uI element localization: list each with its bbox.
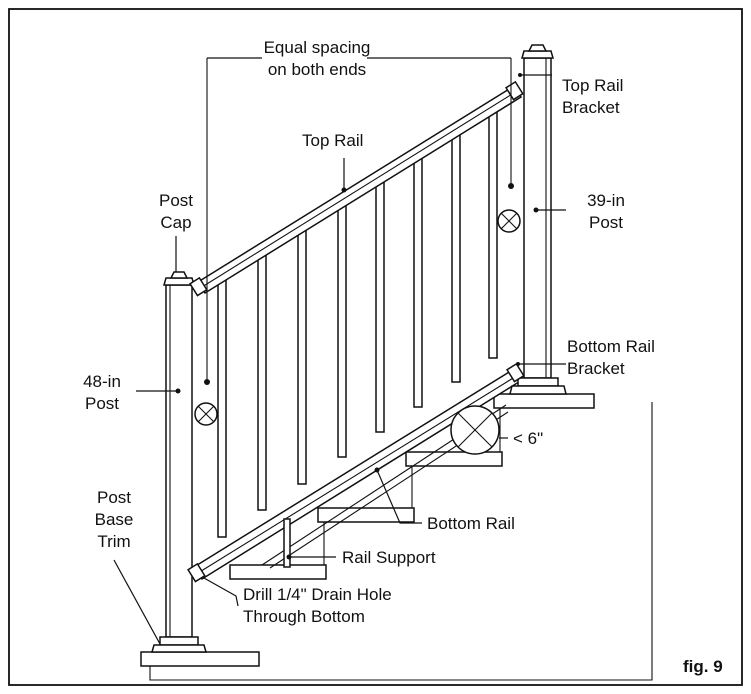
stairs xyxy=(140,393,653,681)
stair-tread-3 xyxy=(405,451,503,467)
label-48in-post-line1: 48-in xyxy=(83,372,121,391)
baluster xyxy=(375,176,385,433)
baluster xyxy=(413,152,423,408)
post-cap-48in xyxy=(163,277,195,286)
bottom-rail-groove xyxy=(197,374,519,574)
left-spacing-cross xyxy=(197,405,215,423)
post-cap-48in-top xyxy=(169,271,189,279)
label-equal-spacing-line2: on both ends xyxy=(268,60,366,79)
rail-support xyxy=(283,518,291,568)
ground-outline xyxy=(149,402,653,681)
top-rail-bracket-left xyxy=(189,276,208,297)
label-drain-hole-line2: Through Bottom xyxy=(243,607,365,626)
label-top-rail-bracket-line2: Bracket xyxy=(562,98,620,117)
baluster xyxy=(488,105,498,359)
label-bottom-rail: Bottom Rail xyxy=(427,514,515,533)
label-post-base-trim-line2: Base xyxy=(95,510,134,529)
label-post-base-trim-line1: Post xyxy=(97,488,131,507)
label-equal-spacing-line1: Equal spacing xyxy=(264,38,371,57)
figure-frame xyxy=(8,8,743,686)
leader-dot xyxy=(175,388,181,394)
label-post-cap-line2: Cap xyxy=(160,213,191,232)
left-spacing-dot xyxy=(204,379,210,385)
leader-bottom-rail xyxy=(376,469,422,524)
post-39in-body xyxy=(523,57,552,379)
leader-dot xyxy=(374,467,380,473)
baluster xyxy=(257,249,267,511)
label-gap-limit: < 6" xyxy=(513,429,543,448)
label-drain-hole-line1: Drill 1/4" Drain Hole xyxy=(243,585,392,604)
baluster xyxy=(297,225,307,485)
sphere-gap-check xyxy=(450,405,500,455)
stair-tread-2 xyxy=(317,507,415,523)
post-base-trim-39in xyxy=(517,377,559,387)
baluster xyxy=(217,274,227,538)
label-rail-support: Rail Support xyxy=(342,548,436,567)
leader-post-base-trim xyxy=(113,559,161,645)
leader-dot xyxy=(341,187,347,193)
label-39in-post-line2: Post xyxy=(589,213,623,232)
leader-dot xyxy=(516,362,520,366)
leader-drain-hole xyxy=(203,577,239,607)
post-39in xyxy=(509,44,567,395)
post-cap-39in xyxy=(521,50,554,59)
sphere-gap-cross xyxy=(457,412,493,448)
label-bottom-rail-bracket-line2: Bracket xyxy=(567,359,625,378)
post-cap-39in-top xyxy=(527,44,548,52)
baluster xyxy=(337,200,347,458)
leader-lines xyxy=(113,57,566,645)
equal-spacing-markers xyxy=(194,58,521,426)
stair-tread-1 xyxy=(229,564,327,580)
leader-dot xyxy=(518,73,522,77)
label-post-cap-line1: Post xyxy=(159,191,193,210)
post-base-48in xyxy=(151,644,207,653)
right-spacing-dot xyxy=(508,183,514,189)
baluster xyxy=(451,128,461,383)
top-rail xyxy=(196,84,523,295)
label-bottom-rail-bracket-line1: Bottom Rail xyxy=(567,337,655,356)
label-top-rail: Top Rail xyxy=(302,131,363,150)
bottom-landing xyxy=(140,651,260,667)
bottom-rail-bracket-right xyxy=(506,362,525,383)
label-39in-post-line1: 39-in xyxy=(587,191,625,210)
top-landing xyxy=(493,393,595,409)
labels: Equal spacing on both ends Top Rail Brac… xyxy=(83,38,723,676)
balusters xyxy=(217,105,498,538)
label-48in-post-line2: Post xyxy=(85,394,119,413)
post-base-39in xyxy=(509,385,567,395)
label-top-rail-bracket-line1: Top Rail xyxy=(562,76,623,95)
right-spacing-cross xyxy=(500,212,518,230)
bottom-rail-bracket-left xyxy=(187,562,206,583)
post-48in xyxy=(151,271,207,653)
post-base-trim-48in xyxy=(159,636,199,646)
leader-dot xyxy=(533,207,539,213)
figure-label: fig. 9 xyxy=(683,657,723,676)
label-post-base-trim-line3: Trim xyxy=(97,532,130,551)
leader-dot xyxy=(286,554,292,560)
top-rail-groove xyxy=(201,90,518,288)
